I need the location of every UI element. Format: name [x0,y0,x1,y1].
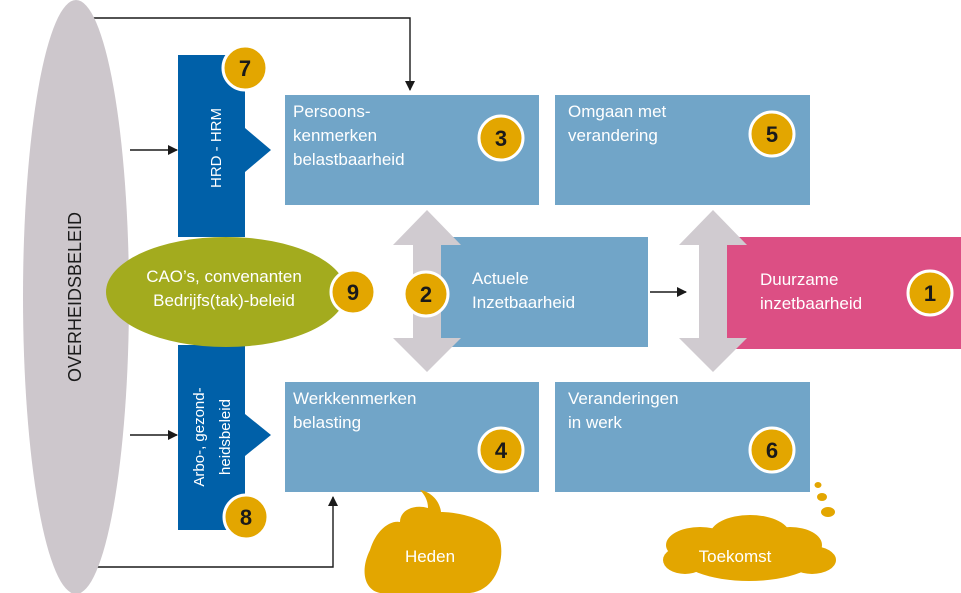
thought-bubble-large [821,507,835,517]
cao-label-line-2: Bedrijfs(tak)-beleid [153,291,295,310]
badge-1 [906,269,954,317]
thought-bubble-medium [817,493,827,501]
badge-6 [748,426,796,474]
badge-4 [477,426,525,474]
badge-6-number: 6 [766,438,778,463]
bottom-connector-arrow [76,496,338,568]
box-werkkenmerken-line-2: belasting [293,413,361,432]
badge-3 [477,114,525,162]
badge-2-number: 2 [420,282,432,307]
arbo-label-line-2: heidsbeleid [217,399,234,475]
hrd-hrm-label: HRD - HRM [208,108,225,188]
badge-1-number: 1 [924,281,936,306]
thought-bubble-small [814,482,822,488]
bidirectional-arrow-right [679,210,747,372]
toekomst-cloud-lobe-3 [710,515,790,555]
toekomst-label: Toekomst [699,547,772,566]
badge-8 [222,493,270,541]
heden-cloud-shape [364,490,502,593]
box-persoonskenmerken-line-3: belastbaarheid [293,150,405,169]
connector-lines [76,17,687,568]
overheidsbeleid-ellipse [23,0,129,593]
box-omgaan-line-2: verandering [568,126,658,145]
box-persoonskenmerken-line-1: Persoons- [293,102,370,121]
box-werkkenmerken-line-1: Werkkenmerken [293,389,416,408]
badge-7 [221,44,269,92]
badge-8-number: 8 [240,505,252,530]
hrd-hrm-bar [178,55,271,237]
box-persoonskenmerken-line-2: kenmerken [293,126,377,145]
badge-2 [402,270,450,318]
badge-9 [329,268,377,316]
box-veranderingen-line-2: in werk [568,413,622,432]
toekomst-cloud-lobe-4 [663,546,707,574]
box-veranderingen-line-1: Veranderingen [568,389,679,408]
toekomst-cloud [663,482,836,581]
box-actuele-inzetbaarheid [435,237,648,347]
cao-label-line-1: CAO’s, convenanten [146,267,302,286]
box-omgaan-line-1: Omgaan met [568,102,667,121]
badge-5 [748,110,796,158]
box-duurzame-line-1: Duurzame [760,270,838,289]
badge-4-number: 4 [495,438,508,463]
badge-7-number: 7 [239,56,251,81]
toekomst-cloud-lobe-5 [788,546,836,574]
top-connector-arrow [76,17,415,91]
heden-cloud [364,490,502,593]
box-actuele-line-2: Inzetbaarheid [472,293,575,312]
arbo-label-line-1: Arbo-, gezond- [191,387,208,486]
heden-label: Heden [405,547,455,566]
badge-5-number: 5 [766,122,778,147]
badge-3-number: 3 [495,126,507,151]
cao-ellipse [106,237,346,347]
arbo-bar [178,345,271,530]
badge-9-number: 9 [347,280,359,305]
box-actuele-line-1: Actuele [472,269,529,288]
overheidsbeleid-label: OVERHEIDSBELEID [65,212,85,382]
box-duurzame-line-2: inzetbaarheid [760,294,862,313]
number-badges: 7 3 5 9 2 1 4 6 8 [221,44,954,541]
